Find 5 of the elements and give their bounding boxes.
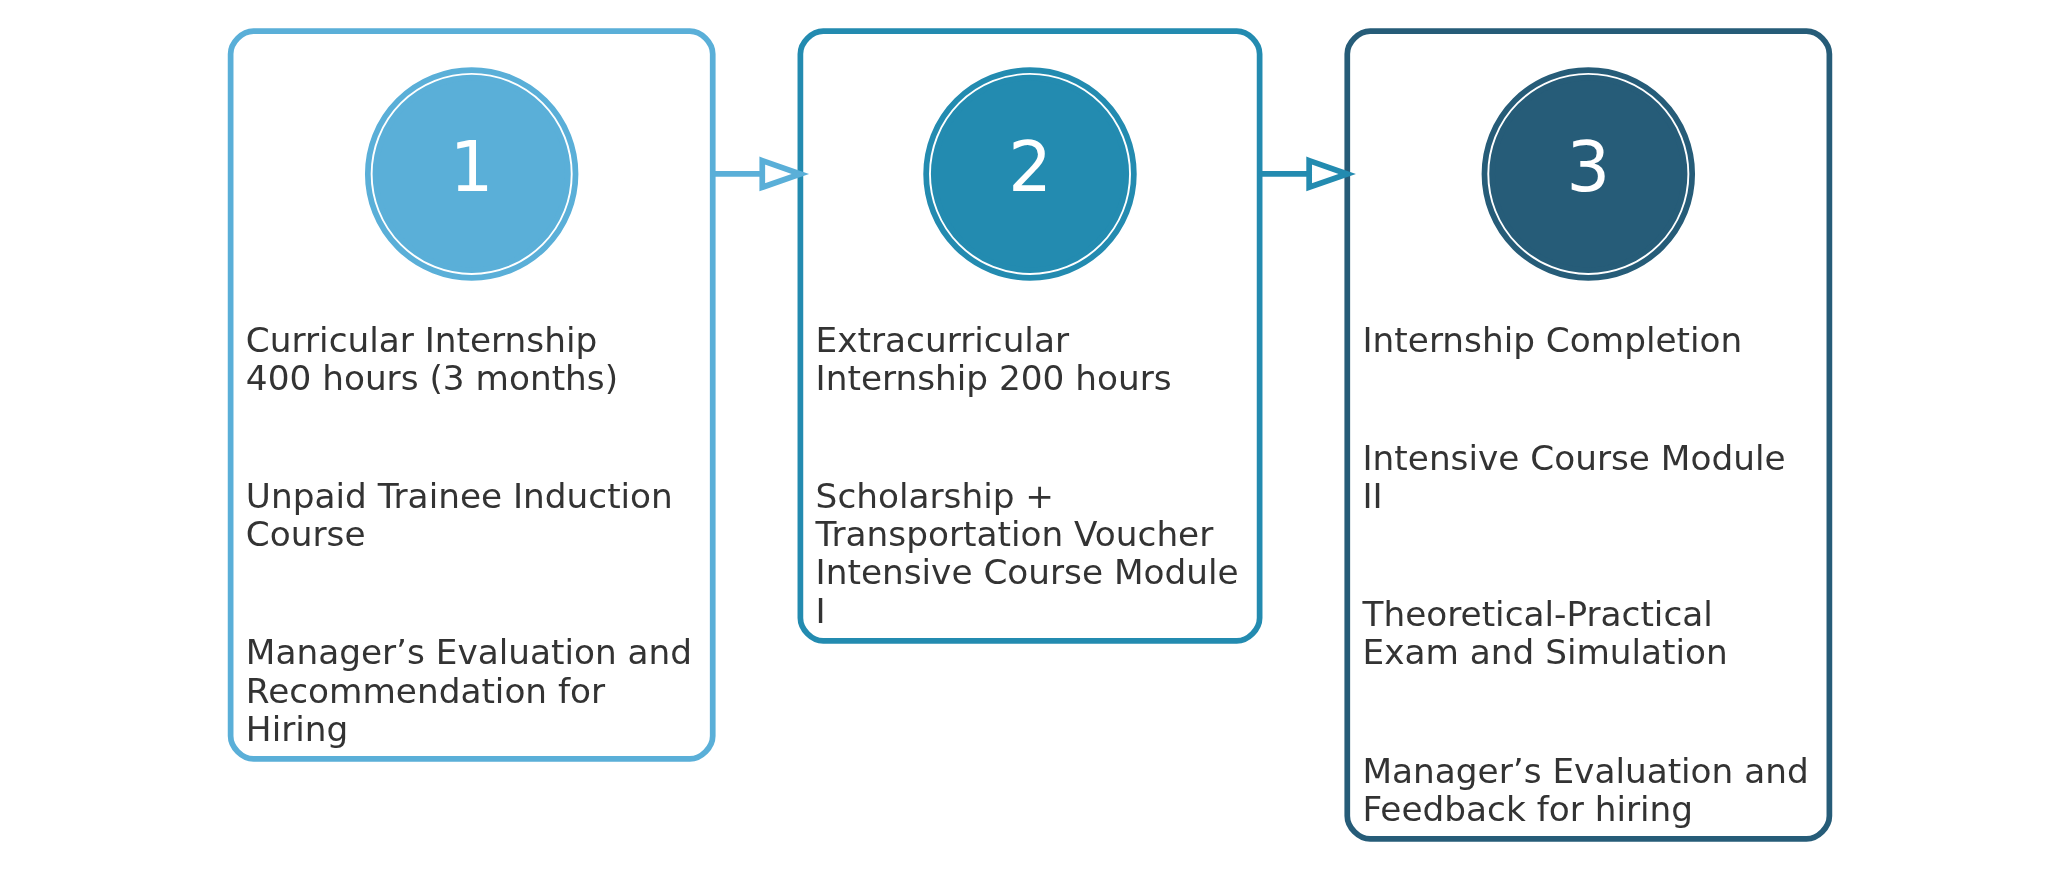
arrow bbox=[1259, 156, 1356, 192]
node-circle: 3 bbox=[1481, 67, 1696, 281]
node-circle: 2 bbox=[923, 67, 1137, 281]
arrow bbox=[712, 156, 810, 192]
node-circle: 1 bbox=[364, 67, 579, 281]
